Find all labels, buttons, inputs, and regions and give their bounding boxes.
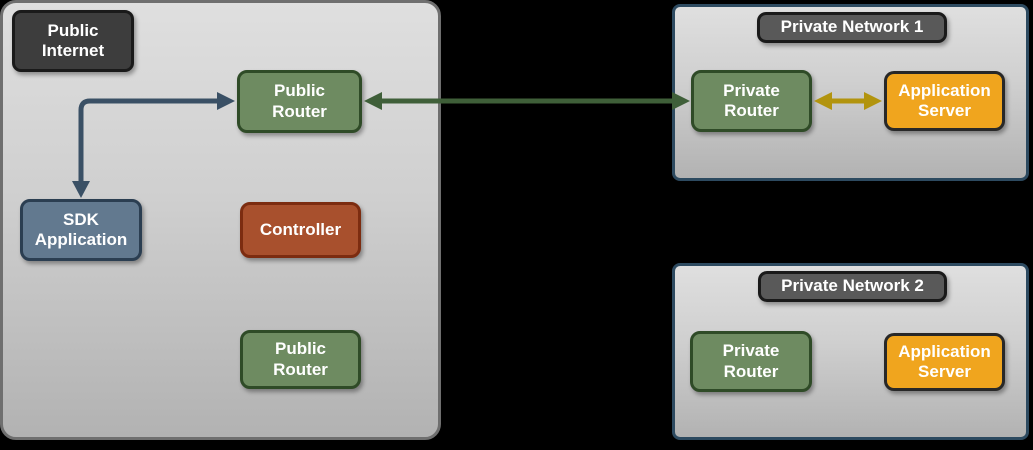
pn2-private-router-node: Private Router <box>690 331 812 392</box>
public-router-bottom-node: Public Router <box>240 330 361 389</box>
pn2-application-server-node: Application Server <box>884 333 1005 391</box>
private-network-1-label: Private Network 1 <box>757 12 947 43</box>
sdk-application-node: SDK Application <box>20 199 142 261</box>
public-router-top-node: Public Router <box>237 70 362 133</box>
pn1-private-router-node: Private Router <box>691 70 812 132</box>
controller-node: Controller <box>240 202 361 258</box>
private-network-2-label: Private Network 2 <box>758 271 947 302</box>
pn1-application-server-node: Application Server <box>884 71 1005 131</box>
public-internet-label: Public Internet <box>12 10 134 72</box>
